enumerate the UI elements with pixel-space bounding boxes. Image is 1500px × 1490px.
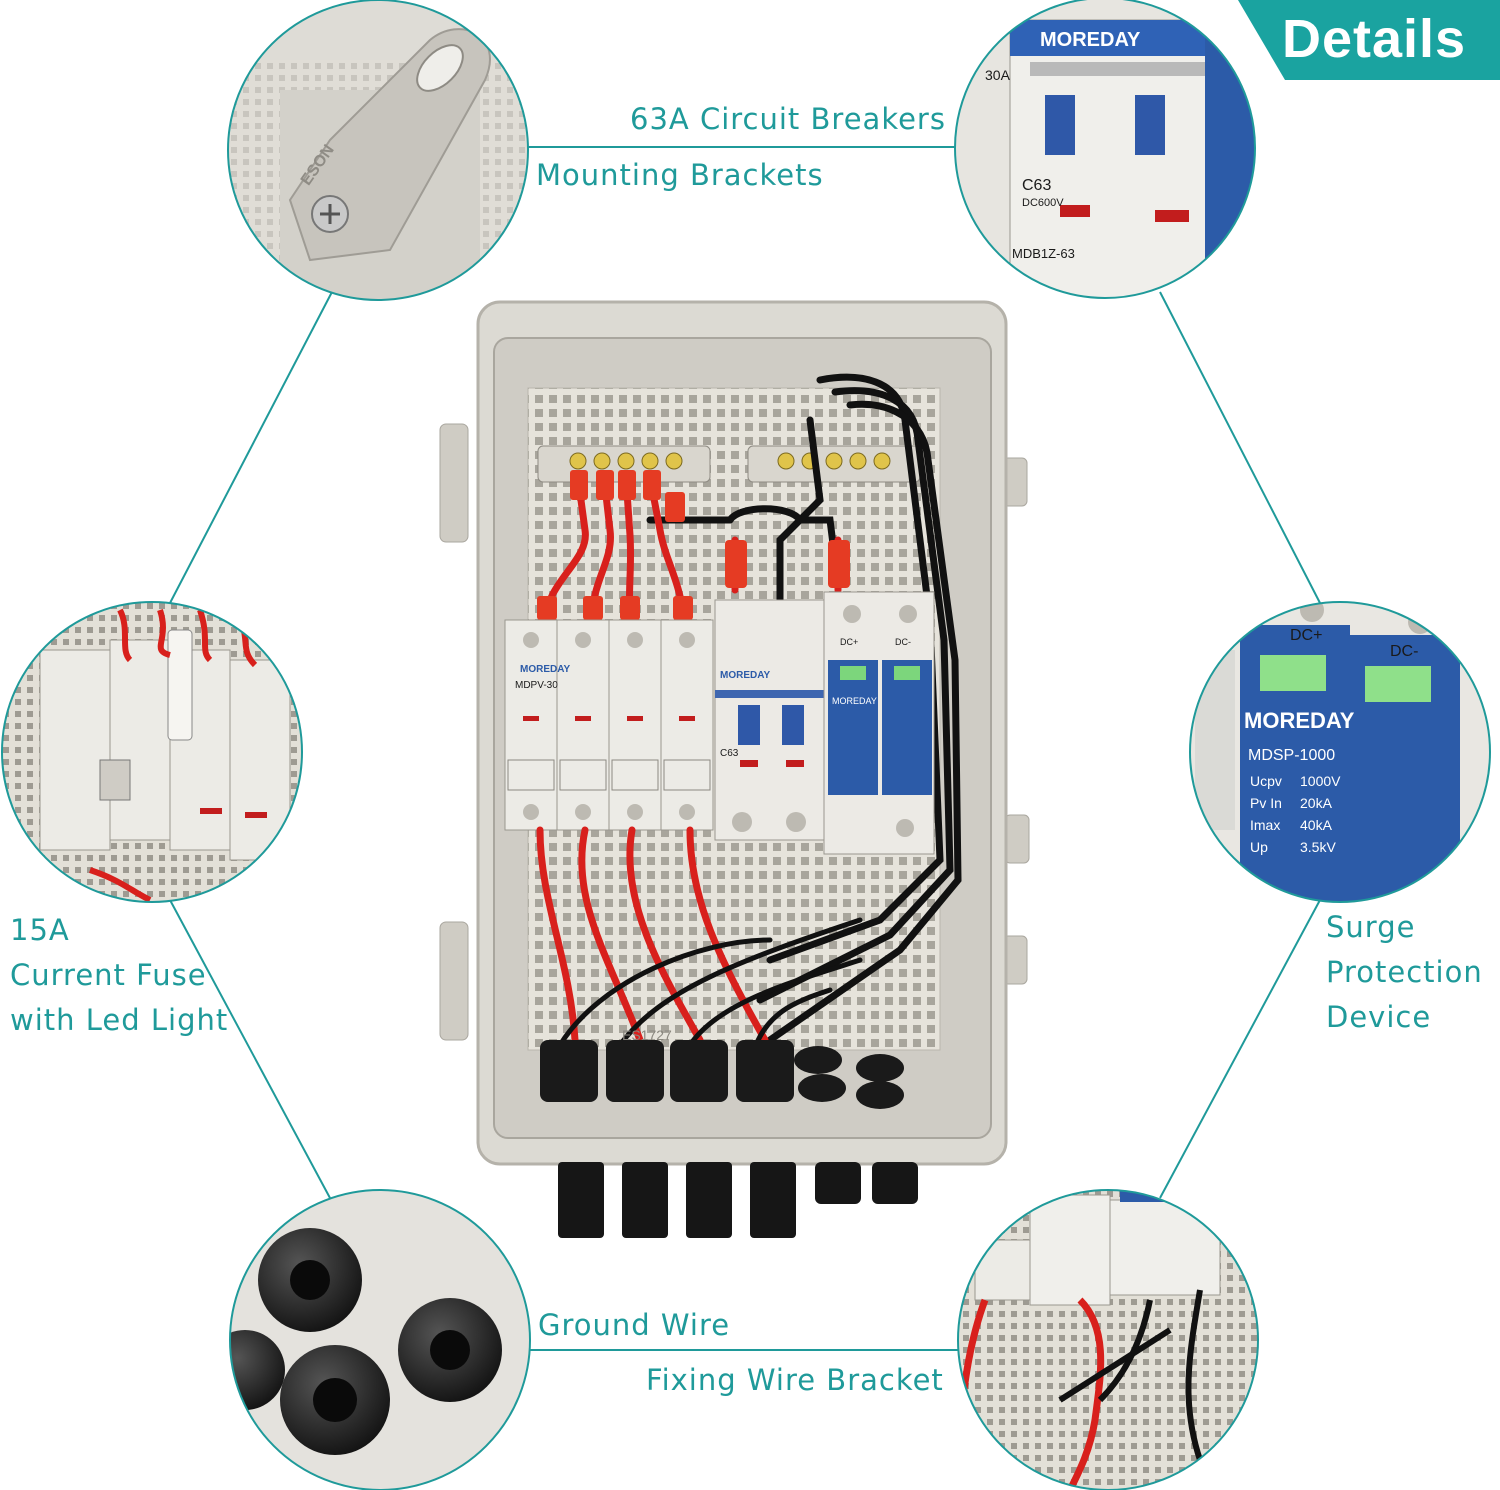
wire-bracket-detail-circle (958, 1190, 1258, 1490)
spd-spec-imax: Imax (1250, 817, 1280, 833)
breaker-model-closeup: MDB1Z-63 (1012, 246, 1075, 261)
fuse-brand-label: MOREDAY (520, 664, 571, 675)
breakers-label: 63A Circuit Breakers (630, 102, 946, 136)
spd-spec-imax-value: 40kA (1300, 817, 1333, 833)
spd-pos-closeup: DC+ (1290, 627, 1322, 644)
spd-model-closeup: MDSP-1000 (1248, 747, 1335, 764)
fuse-label-line2: Current Fuse (10, 957, 207, 992)
breaker-rating-closeup: C63 (1022, 177, 1051, 194)
surge-label-line3: Device (1326, 999, 1432, 1034)
brackets-label: Mounting Brackets (536, 158, 824, 192)
surge-protector (823, 591, 935, 855)
spd-spec-up: Up (1250, 839, 1268, 855)
gland-detail-circle (230, 1190, 530, 1490)
fuse-model-label: MDPV-30 (515, 680, 558, 691)
breaker-rating-label: C63 (720, 748, 739, 759)
details-banner-title: Details (1282, 9, 1467, 69)
box-marking: ES1727 (622, 1027, 672, 1043)
spd-spec-lines: Ucpv 1000V Pv In 20kA Imax 40kA Up 3.5kV (1250, 773, 1341, 855)
spd-neg-label: DC- (895, 637, 911, 647)
breaker-brand-closeup: MOREDAY (1040, 29, 1141, 51)
surge-label-line1: Surge (1326, 910, 1416, 944)
spd-spec-pvin: Pv In (1250, 795, 1282, 811)
breaker-current-closeup: 30A (985, 67, 1011, 83)
spd-spec-pvin-value: 20kA (1300, 795, 1333, 811)
ground-wire-label: Ground Wire (538, 1308, 731, 1342)
spd-pos-label: DC+ (840, 637, 858, 647)
bracket-detail-circle (228, 0, 528, 300)
connector-lines (169, 146, 1321, 1351)
details-banner (1238, 0, 1500, 80)
surge-label: Surge Protection Device (1326, 905, 1483, 1040)
fuse-label-line1: 15A (10, 913, 70, 947)
spd-brand-label: MOREDAY (832, 696, 877, 706)
spd-spec-ucpv: Ucpv (1250, 773, 1282, 789)
fuse-label: 15A Current Fuse with Led Light (10, 908, 228, 1043)
fuse-detail-circle (2, 602, 302, 902)
spd-neg-closeup: DC- (1390, 643, 1418, 660)
spd-spec-ucpv-value: 1000V (1300, 773, 1341, 789)
spd-brand-closeup: MOREDAY (1244, 708, 1355, 733)
spd-detail-circle (1190, 602, 1490, 902)
fuse-label-line3: with Led Light (10, 1002, 229, 1037)
fuse-holders (504, 619, 714, 831)
fixing-bracket-label: Fixing Wire Bracket (646, 1363, 944, 1397)
breaker-brand-label: MOREDAY (720, 670, 771, 681)
breaker-voltage-closeup: DC600V (1022, 197, 1064, 209)
surge-label-line2: Protection (1326, 954, 1483, 989)
junction-box (439, 300, 1030, 1238)
spd-spec-up-value: 3.5kV (1300, 839, 1336, 855)
circuit-breaker (714, 599, 826, 841)
